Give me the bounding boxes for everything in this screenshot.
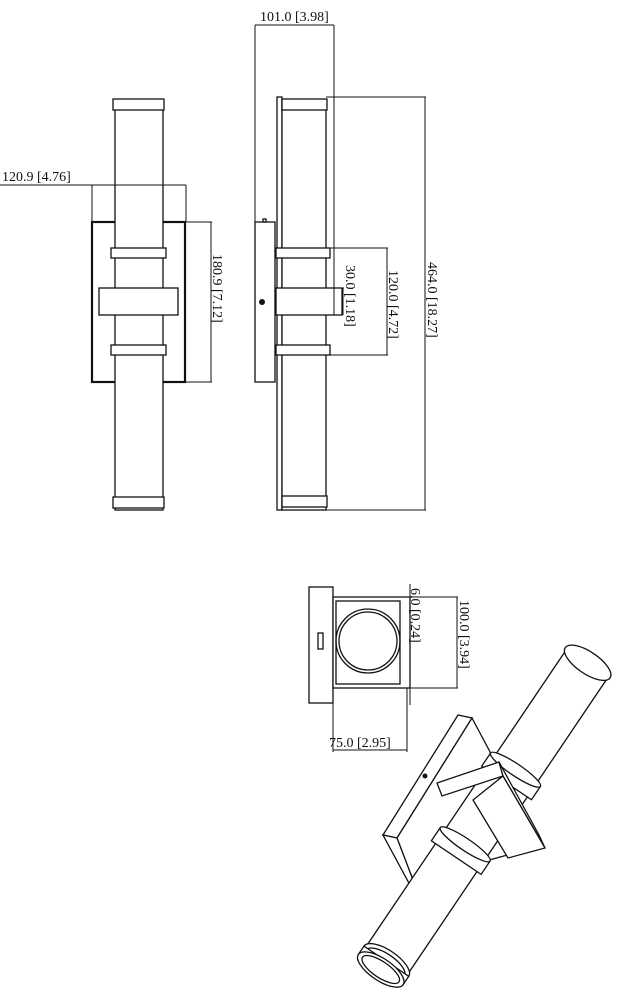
front-bottom-cap <box>112 496 165 509</box>
top-width-dimension: 100.0 [3.94] <box>456 600 471 669</box>
front-width-dimension: 120.9 [4.76] <box>2 170 71 185</box>
top-view: 6.0 [0.24] 100.0 [3.94] 75.0 [2.95] <box>308 584 471 752</box>
side-screw <box>259 299 265 305</box>
front-center-bar <box>98 287 179 316</box>
front-lower-band <box>110 344 167 356</box>
side-top-cap <box>281 98 328 111</box>
side-view: 101.0 [3.98] 464.0 [18.27] 120.0 [4.72] … <box>254 10 439 511</box>
top-projection-dimension: 75.0 [2.95] <box>329 736 391 751</box>
side-center-bar <box>275 287 343 316</box>
top-housing <box>332 596 411 689</box>
side-band-span-dimension: 120.0 [4.72] <box>385 270 400 339</box>
front-backplate-height-dimension: 180.9 [7.12] <box>209 254 224 323</box>
side-bar-height-dimension: 30.0 [1.18] <box>342 265 357 327</box>
isometric-view <box>356 644 612 988</box>
front-view: 120.9 [4.76] 180.9 [7.12] <box>0 98 224 511</box>
iso-top-cap <box>563 644 612 682</box>
side-bottom-cap <box>281 495 328 508</box>
front-upper-band <box>110 247 167 259</box>
top-tube-outer <box>335 608 401 674</box>
front-top-cap <box>112 98 165 111</box>
side-overall-height-dimension: 464.0 [18.27] <box>424 262 439 338</box>
side-lower-band <box>275 344 331 356</box>
top-plate-thickness-dimension: 6.0 [0.24] <box>407 588 422 643</box>
side-upper-band <box>275 247 331 259</box>
side-depth-dimension: 101.0 [3.98] <box>260 10 329 25</box>
top-tube-inner <box>338 611 398 671</box>
